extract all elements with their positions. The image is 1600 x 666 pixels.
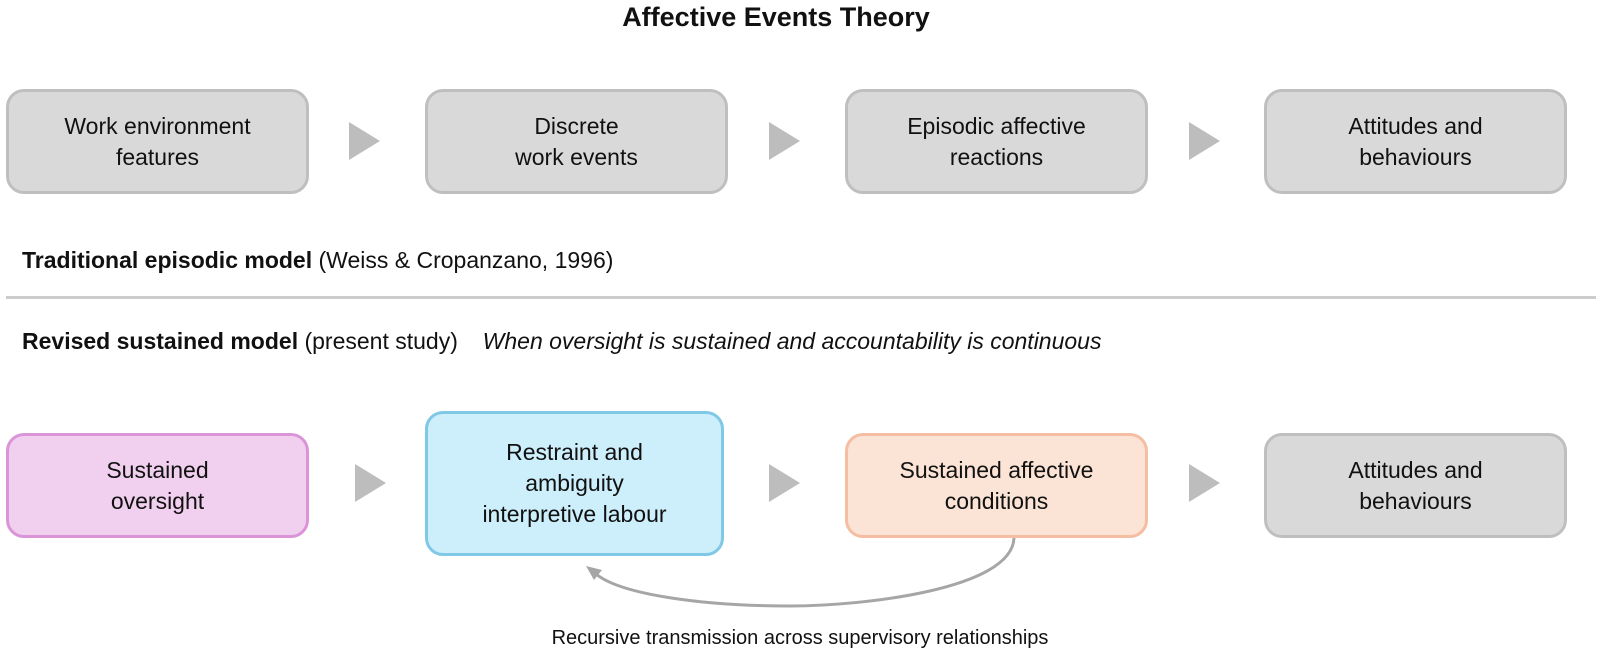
box-discrete-work-events: Discrete work events xyxy=(425,89,728,194)
box-sustained-oversight: Sustained oversight xyxy=(6,433,309,538)
arrow-right-icon xyxy=(349,122,380,160)
revised-model-caption: Revised sustained model (present study) … xyxy=(22,326,1101,356)
box-work-environment-features: Work environment features xyxy=(6,89,309,194)
arrow-right-icon xyxy=(1189,464,1220,502)
arrow-right-icon xyxy=(769,122,800,160)
box-sustained-affective-conditions: Sustained affective conditions xyxy=(845,433,1148,538)
arrow-right-icon xyxy=(1189,122,1220,160)
revised-model-condition: When oversight is sustained and accounta… xyxy=(482,328,1102,354)
box-restraint-ambiguity-labour: Restraint and ambiguity interpretive lab… xyxy=(425,411,724,556)
arrow-right-icon xyxy=(769,464,800,502)
section-divider xyxy=(6,296,1596,299)
revised-model-source: (present study) xyxy=(304,328,458,354)
feedback-loop-label: Recursive transmission across supervisor… xyxy=(551,627,1049,649)
traditional-model-citation: (Weiss & Cropanzano, 1996) xyxy=(318,247,614,273)
arrow-right-icon xyxy=(355,464,386,502)
box-episodic-affective-reactions: Episodic affective reactions xyxy=(845,89,1148,194)
box-attitudes-behaviours-revised: Attitudes and behaviours xyxy=(1264,433,1567,538)
diagram-title: Affective Events Theory xyxy=(622,2,930,32)
traditional-model-label: Traditional episodic model xyxy=(22,247,313,273)
box-attitudes-behaviours-traditional: Attitudes and behaviours xyxy=(1264,89,1567,194)
revised-model-label: Revised sustained model xyxy=(22,328,299,354)
traditional-model-caption: Traditional episodic model (Weiss & Crop… xyxy=(22,245,613,275)
